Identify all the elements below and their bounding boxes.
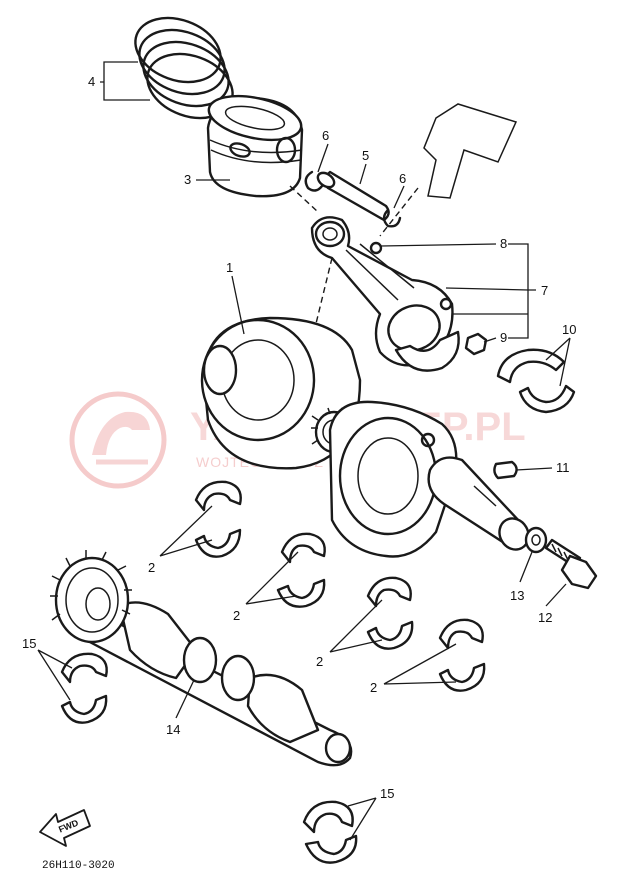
balancer-bearings-lower — [302, 800, 358, 864]
callout-15-upper: 15 — [22, 636, 36, 651]
piston-pin — [316, 170, 390, 222]
piston — [206, 94, 304, 198]
balancer-gear — [50, 550, 132, 644]
crankshaft — [200, 316, 530, 558]
fwd-arrow-icon: FWD — [39, 809, 91, 847]
callout-12: 12 — [538, 610, 552, 625]
rod-bearings — [496, 348, 576, 414]
callout-7: 7 — [541, 283, 548, 298]
cylinder-outline — [423, 103, 518, 199]
callout-2-b: 2 — [233, 608, 240, 623]
watermark-logo-icon — [69, 391, 167, 489]
pin-clips — [304, 170, 402, 228]
callout-4: 4 — [88, 74, 95, 89]
balancer-shaft — [50, 550, 353, 767]
drawing-code: 26H110-3020 — [42, 860, 115, 872]
callout-1: 1 — [226, 260, 233, 275]
callout-2-c: 2 — [316, 654, 323, 669]
main-bearings — [194, 480, 486, 692]
balancer-bearings-upper — [60, 652, 108, 724]
rod-cap-nut — [464, 332, 488, 356]
callout-2-d: 2 — [370, 680, 377, 695]
connecting-rod — [310, 216, 460, 372]
callout-13: 13 — [510, 588, 524, 603]
leader-lines — [37, 61, 571, 841]
callout-10: 10 — [562, 322, 576, 337]
callout-9: 9 — [500, 330, 507, 345]
callout-14: 14 — [166, 722, 180, 737]
callout-8: 8 — [500, 236, 507, 251]
crank-bolt — [544, 538, 598, 590]
callout-15-lower: 15 — [380, 786, 394, 801]
callout-6-left: 6 — [322, 128, 329, 143]
callout-5: 5 — [362, 148, 369, 163]
callout-2-a: 2 — [148, 560, 155, 575]
callout-11: 11 — [556, 460, 570, 475]
callout-6-right: 6 — [399, 171, 406, 186]
woodruff-key — [493, 460, 518, 480]
callout-3: 3 — [184, 172, 191, 187]
callout-labels: 4 3 6 5 6 8 7 9 10 1 11 13 12 2 2 2 2 14… — [22, 74, 576, 801]
washer — [524, 526, 548, 554]
